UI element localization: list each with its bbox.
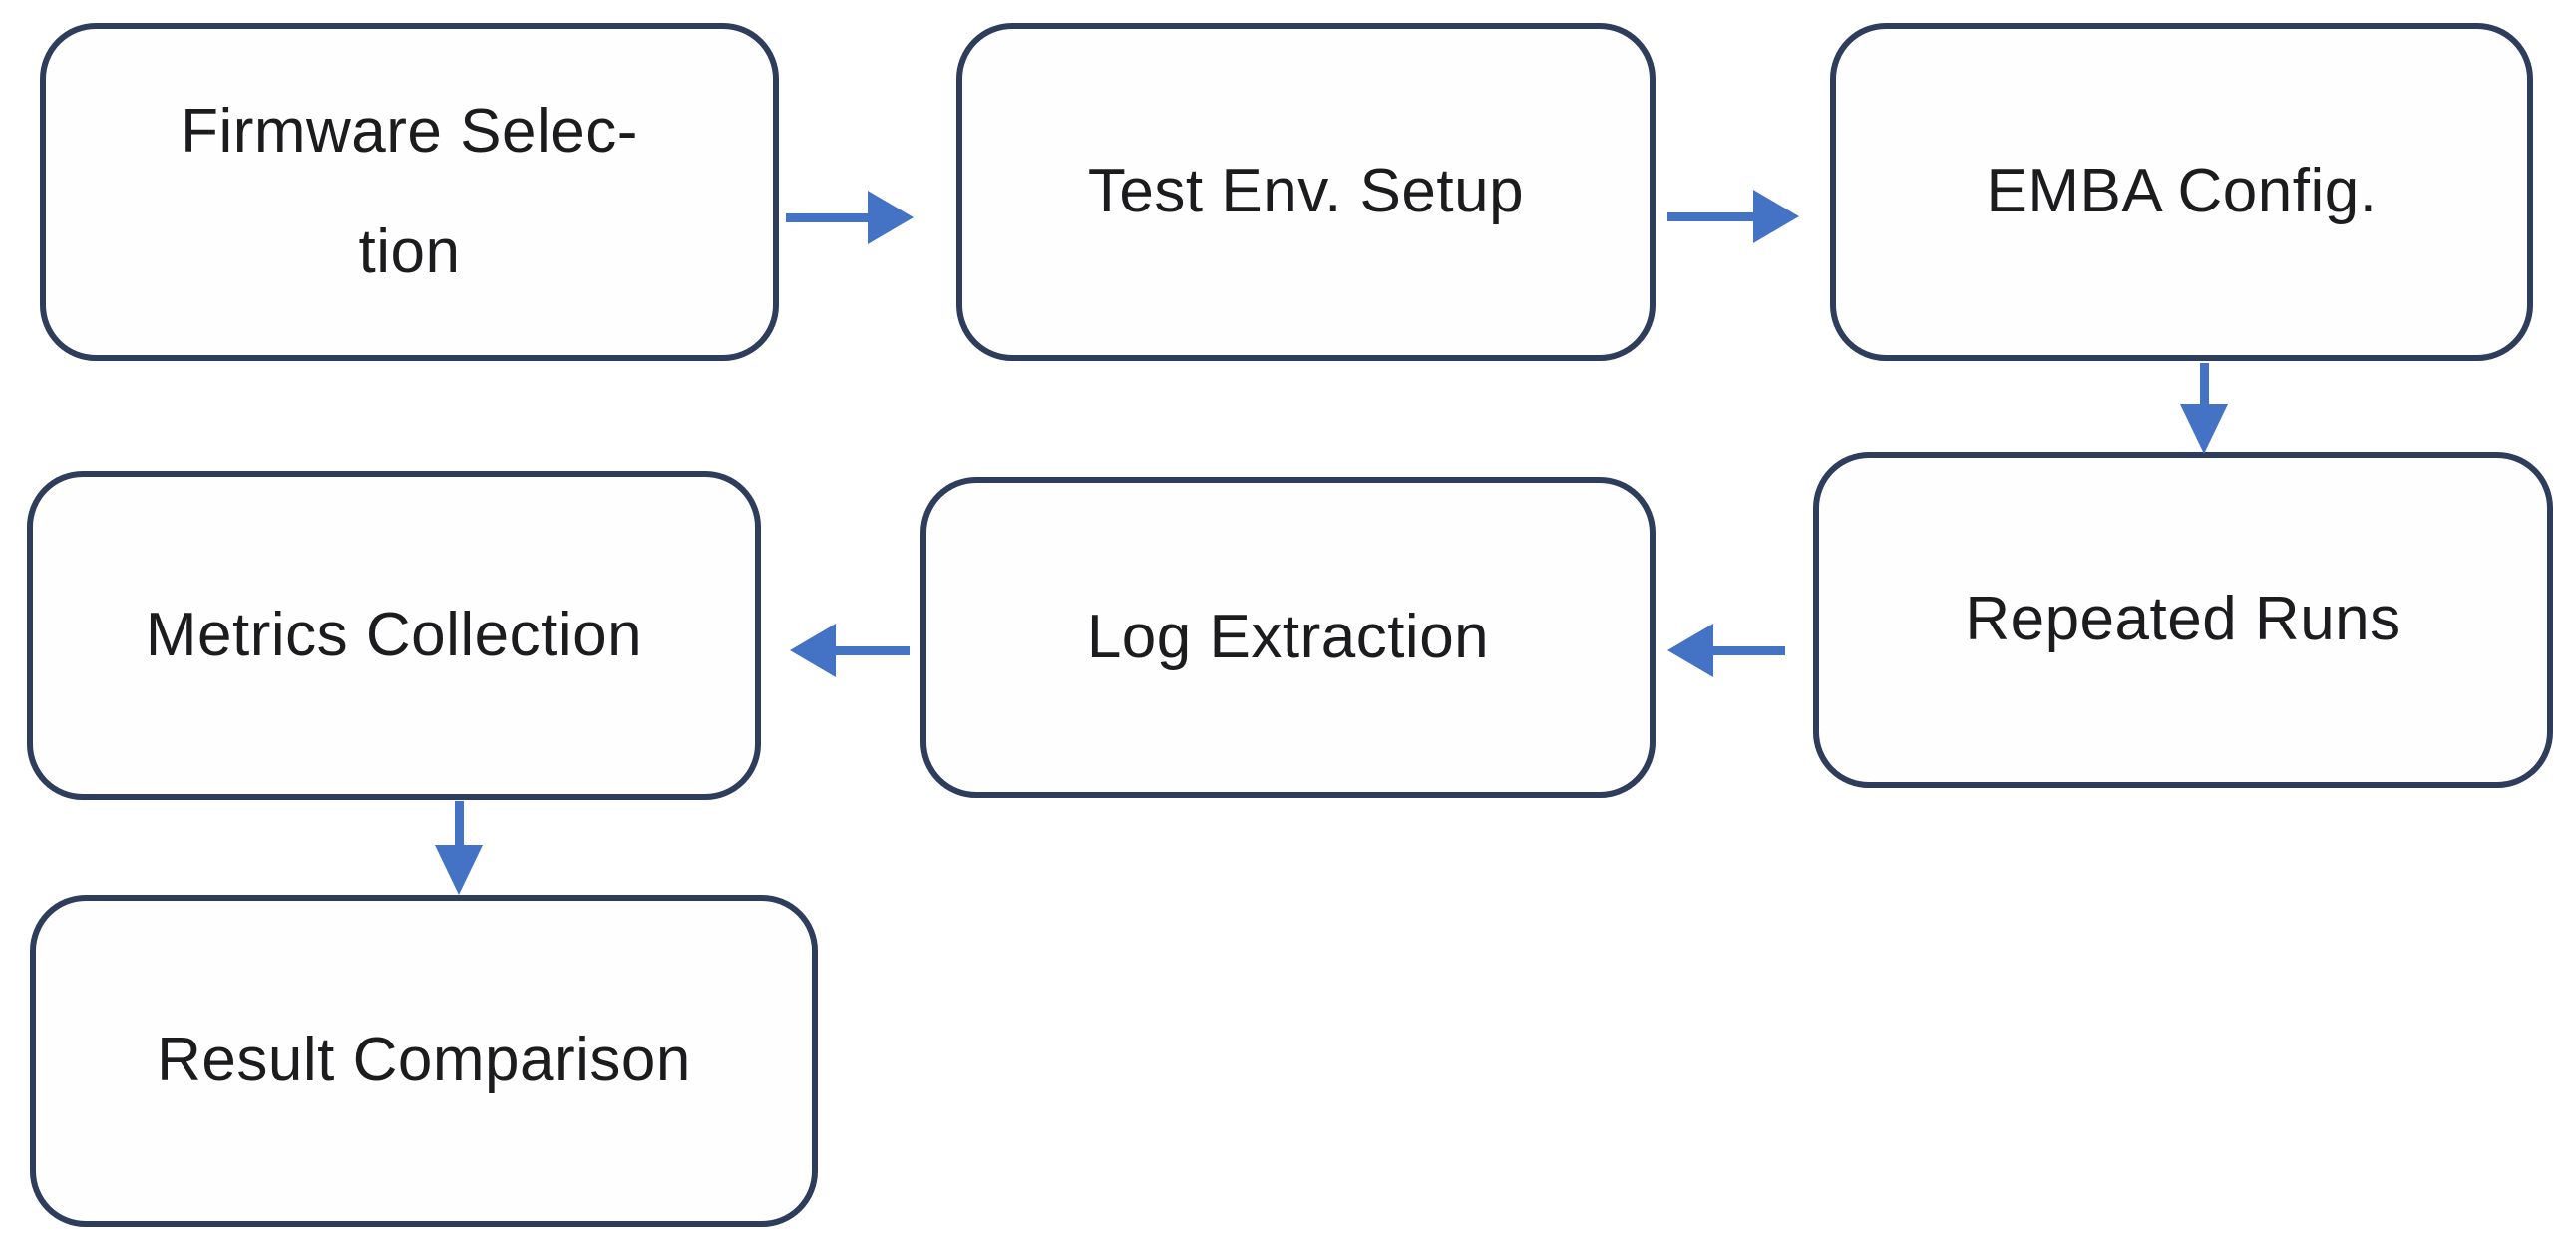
arrow-head-right-icon: [1753, 190, 1799, 243]
node-firmware-selection: Firmware Selec- tion: [40, 23, 779, 361]
connector-emba-to-repeated-arrow-icon: [2172, 363, 2236, 454]
arrow-shaft: [786, 212, 868, 222]
connector-repeated-to-logext-arrow-icon: [1667, 623, 1785, 678]
arrow-head-down-icon: [435, 845, 483, 895]
arrow-head-down-icon: [2180, 404, 2228, 454]
node-repeated-runs: Repeated Runs: [1813, 452, 2553, 788]
node-label: Test Env. Setup: [1087, 157, 1525, 226]
node-metrics-collection: Metrics Collection: [27, 471, 761, 800]
arrow-head-left-icon: [1667, 624, 1713, 677]
node-label: Log Extraction: [1086, 602, 1490, 671]
arrow-head-left-icon: [790, 624, 836, 677]
arrow-shaft: [836, 645, 910, 655]
node-emba-config: EMBA Config.: [1830, 23, 2533, 361]
node-label: EMBA Config.: [1986, 157, 2378, 226]
node-label: Firmware Selec-: [181, 96, 638, 166]
connector-firmware-to-testenv-arrow-icon: [786, 190, 914, 245]
node-label: Metrics Collection: [145, 600, 643, 669]
node-label: Repeated Runs: [1965, 585, 2401, 654]
node-result-comparison: Result Comparison: [30, 895, 818, 1227]
node-test-env-setup: Test Env. Setup: [956, 23, 1656, 361]
arrow-shaft: [454, 801, 464, 845]
node-log-extraction: Log Extraction: [920, 477, 1656, 798]
connector-testenv-to-emba-arrow-icon: [1667, 189, 1799, 244]
connector-metrics-to-result-arrow-icon: [427, 801, 491, 895]
arrow-shaft: [2199, 363, 2209, 404]
arrow-head-right-icon: [868, 191, 914, 244]
node-label: tion: [358, 216, 461, 286]
node-label: Result Comparison: [157, 1026, 691, 1095]
connector-logext-to-metrics-arrow-icon: [790, 623, 910, 678]
arrow-shaft: [1713, 645, 1785, 655]
arrow-shaft: [1667, 211, 1753, 221]
